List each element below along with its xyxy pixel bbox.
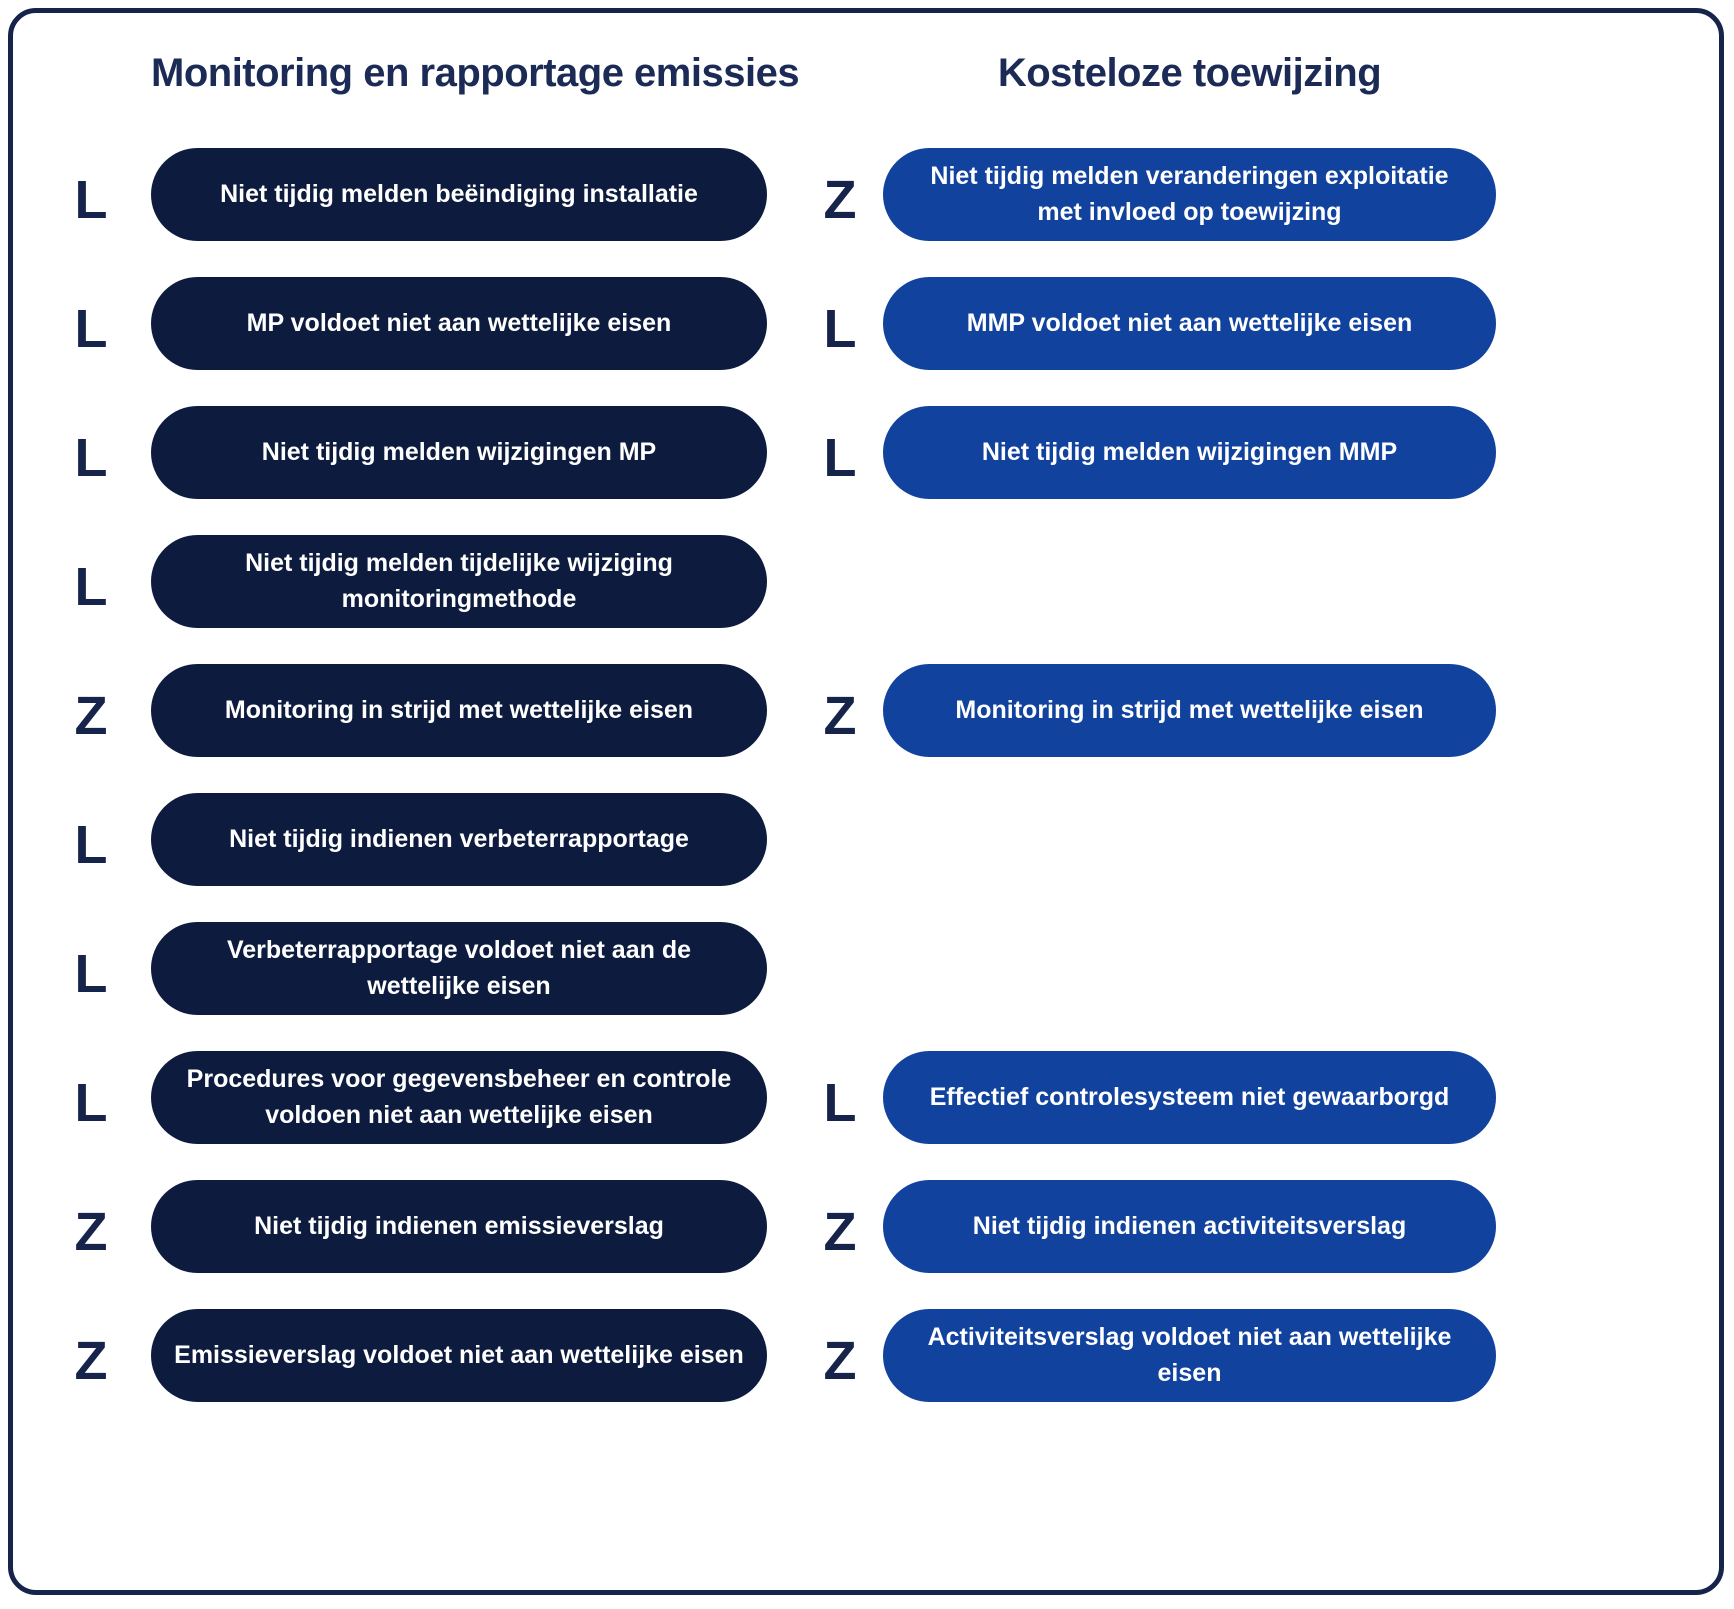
severity-letter-right: L xyxy=(823,1072,857,1133)
violation-row: L Niet tijdig indienen verbeterrapportag… xyxy=(13,793,1719,886)
violation-pill-right: MMP voldoet niet aan wettelijke eisen xyxy=(883,277,1496,370)
violation-row: Z Niet tijdig indienen emissieverslag Z … xyxy=(13,1180,1719,1273)
column-title-kosteloze: Kosteloze toewijzing xyxy=(997,51,1382,95)
column-gap xyxy=(767,323,797,324)
violation-label: Activiteitsverslag voldoet niet aan wett… xyxy=(927,1323,1452,1387)
violation-row: L Niet tijdig melden tijdelijke wijzigin… xyxy=(13,535,1719,628)
violation-pill-left: Niet tijdig melden wijzigingen MP xyxy=(151,406,767,499)
violation-row: L Niet tijdig melden beëindiging install… xyxy=(13,148,1719,241)
severity-letter-left: L xyxy=(74,169,108,230)
column-gap xyxy=(767,1097,797,1098)
violation-row: L Procedures voor gegevensbeheer en cont… xyxy=(13,1051,1719,1144)
violation-label: Niet tijdig melden tijdelijke wijziging … xyxy=(245,549,673,613)
severity-letter-right: L xyxy=(823,298,857,359)
severity-letter-left: L xyxy=(74,943,108,1004)
violation-pill-left: Emissieverslag voldoet niet aan wettelij… xyxy=(151,1309,767,1402)
violation-label: Niet tijdig melden wijzigingen MP xyxy=(261,437,657,466)
violation-label: MMP voldoet niet aan wettelijke eisen xyxy=(966,308,1413,337)
violation-pill-left: Niet tijdig indienen emissieverslag xyxy=(151,1180,767,1273)
severity-letter-left: L xyxy=(74,298,108,359)
column-headers: Monitoring en rapportage emissies Kostel… xyxy=(13,13,1719,96)
column-gap xyxy=(767,452,797,453)
violation-label: Niet tijdig indienen activiteitsverslag xyxy=(972,1211,1407,1240)
violation-label: Monitoring in strijd met wettelijke eise… xyxy=(224,695,694,724)
severity-letter-left: L xyxy=(74,427,108,488)
violation-pill-right: Niet tijdig melden wijzigingen MMP xyxy=(883,406,1496,499)
violation-label: Niet tijdig melden beëindiging installat… xyxy=(220,179,698,208)
column-gap xyxy=(767,581,797,582)
violation-label: Emissieverslag voldoet niet aan wettelij… xyxy=(174,1340,744,1369)
violation-rows: L Niet tijdig melden beëindiging install… xyxy=(13,148,1719,1402)
violation-label: Procedures voor gegevensbeheer en contro… xyxy=(186,1065,732,1129)
violation-pill-left: Niet tijdig indienen verbeterrapportage xyxy=(151,793,767,886)
violation-label: Niet tijdig melden veranderingen exploit… xyxy=(930,162,1449,226)
severity-letter-right: Z xyxy=(823,685,857,746)
violation-row: Z Emissieverslag voldoet niet aan wettel… xyxy=(13,1309,1719,1402)
violation-label: Monitoring in strijd met wettelijke eise… xyxy=(955,695,1424,724)
violation-pill-right: Monitoring in strijd met wettelijke eise… xyxy=(883,664,1496,757)
column-gap xyxy=(767,194,797,195)
column-gap xyxy=(767,710,797,711)
severity-letter-right: Z xyxy=(823,169,857,230)
violation-label: Effectief controlesysteem niet gewaarbor… xyxy=(929,1082,1450,1111)
violation-label: Niet tijdig indienen verbeterrapportage xyxy=(229,824,689,853)
violation-pill-left: Procedures voor gegevensbeheer en contro… xyxy=(151,1051,767,1144)
violation-pill-left: Niet tijdig melden beëindiging installat… xyxy=(151,148,767,241)
violation-pill-right: Niet tijdig indienen activiteitsverslag xyxy=(883,1180,1496,1273)
violation-pill-left: MP voldoet niet aan wettelijke eisen xyxy=(151,277,767,370)
violation-row: L Verbeterrapportage voldoet niet aan de… xyxy=(13,922,1719,1015)
severity-letter-left: L xyxy=(74,1072,108,1133)
column-gap xyxy=(767,968,797,969)
column-gap xyxy=(767,1355,797,1356)
violation-pill-right: Niet tijdig melden veranderingen exploit… xyxy=(883,148,1496,241)
violation-label: Niet tijdig indienen emissieverslag xyxy=(254,1211,664,1240)
violation-row: L MP voldoet niet aan wettelijke eisen L… xyxy=(13,277,1719,370)
violation-row: Z Monitoring in strijd met wettelijke ei… xyxy=(13,664,1719,757)
column-title-monitoring: Monitoring en rapportage emissies xyxy=(151,51,800,95)
severity-letter-left: Z xyxy=(74,1330,108,1391)
diagram-frame: Monitoring en rapportage emissies Kostel… xyxy=(8,8,1724,1595)
violation-pill-right: Effectief controlesysteem niet gewaarbor… xyxy=(883,1051,1496,1144)
violation-label: Niet tijdig melden wijzigingen MMP xyxy=(981,437,1398,466)
column-gap xyxy=(767,839,797,840)
severity-letter-right: Z xyxy=(823,1330,857,1391)
column-gap xyxy=(767,1226,797,1227)
violation-row: L Niet tijdig melden wijzigingen MP L Ni… xyxy=(13,406,1719,499)
severity-letter-left: Z xyxy=(74,685,108,746)
violation-label: Verbeterrapportage voldoet niet aan de w… xyxy=(226,936,691,1000)
violation-pill-left: Monitoring in strijd met wettelijke eise… xyxy=(151,664,767,757)
violation-label: MP voldoet niet aan wettelijke eisen xyxy=(246,308,672,337)
violation-pill-left: Verbeterrapportage voldoet niet aan de w… xyxy=(151,922,767,1015)
severity-letter-right: Z xyxy=(823,1201,857,1262)
violation-pill-left: Niet tijdig melden tijdelijke wijziging … xyxy=(151,535,767,628)
violation-pill-right: Activiteitsverslag voldoet niet aan wett… xyxy=(883,1309,1496,1402)
severity-letter-left: Z xyxy=(74,1201,108,1262)
severity-letter-left: L xyxy=(74,556,108,617)
severity-letter-right: L xyxy=(823,427,857,488)
severity-letter-left: L xyxy=(74,814,108,875)
